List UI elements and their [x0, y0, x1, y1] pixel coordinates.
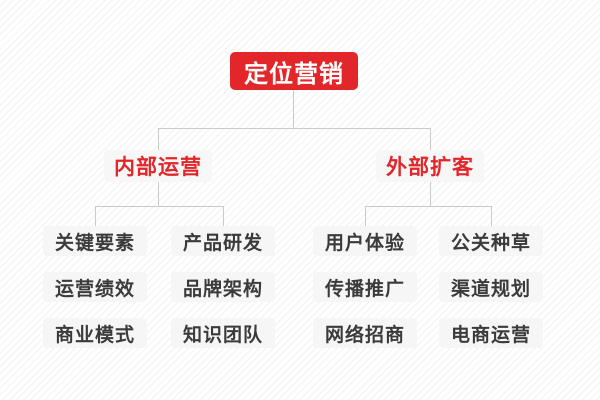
- connector-stub-right-col2: [491, 206, 492, 226]
- leaf-node: 产品研发: [171, 226, 275, 256]
- connector-stub-left-col2: [223, 206, 224, 226]
- leaf-node: 公关种草: [439, 226, 543, 256]
- leaf-node: 传播推广: [313, 272, 417, 302]
- branch-node-external-expansion: 外部扩客: [376, 150, 484, 182]
- connector-right-horizontal: [365, 206, 492, 207]
- leaf-node: 用户体验: [313, 226, 417, 256]
- connector-stub-branch-left: [158, 128, 159, 150]
- leaf-node: 品牌架构: [171, 272, 275, 302]
- leaf-node: 渠道规划: [439, 272, 543, 302]
- branch-node-internal-operations: 内部运营: [104, 150, 212, 182]
- leaf-node: 知识团队: [171, 318, 275, 348]
- leaf-node: 关键要素: [43, 226, 147, 256]
- leaf-node: 电商运营: [439, 318, 543, 348]
- connector-top-horizontal: [158, 128, 431, 129]
- connector-stub-right-col1: [365, 206, 366, 226]
- connector-left-branch-vertical: [158, 182, 159, 206]
- connector-root-vertical: [293, 90, 294, 128]
- leaf-node: 商业模式: [43, 318, 147, 348]
- leaf-node: 网络招商: [313, 318, 417, 348]
- connector-stub-left-col1: [95, 206, 96, 226]
- root-node: 定位营销: [230, 52, 358, 90]
- connector-left-horizontal: [95, 206, 224, 207]
- leaf-node: 运营绩效: [43, 272, 147, 302]
- connector-stub-branch-right: [430, 128, 431, 150]
- connector-right-branch-vertical: [430, 182, 431, 206]
